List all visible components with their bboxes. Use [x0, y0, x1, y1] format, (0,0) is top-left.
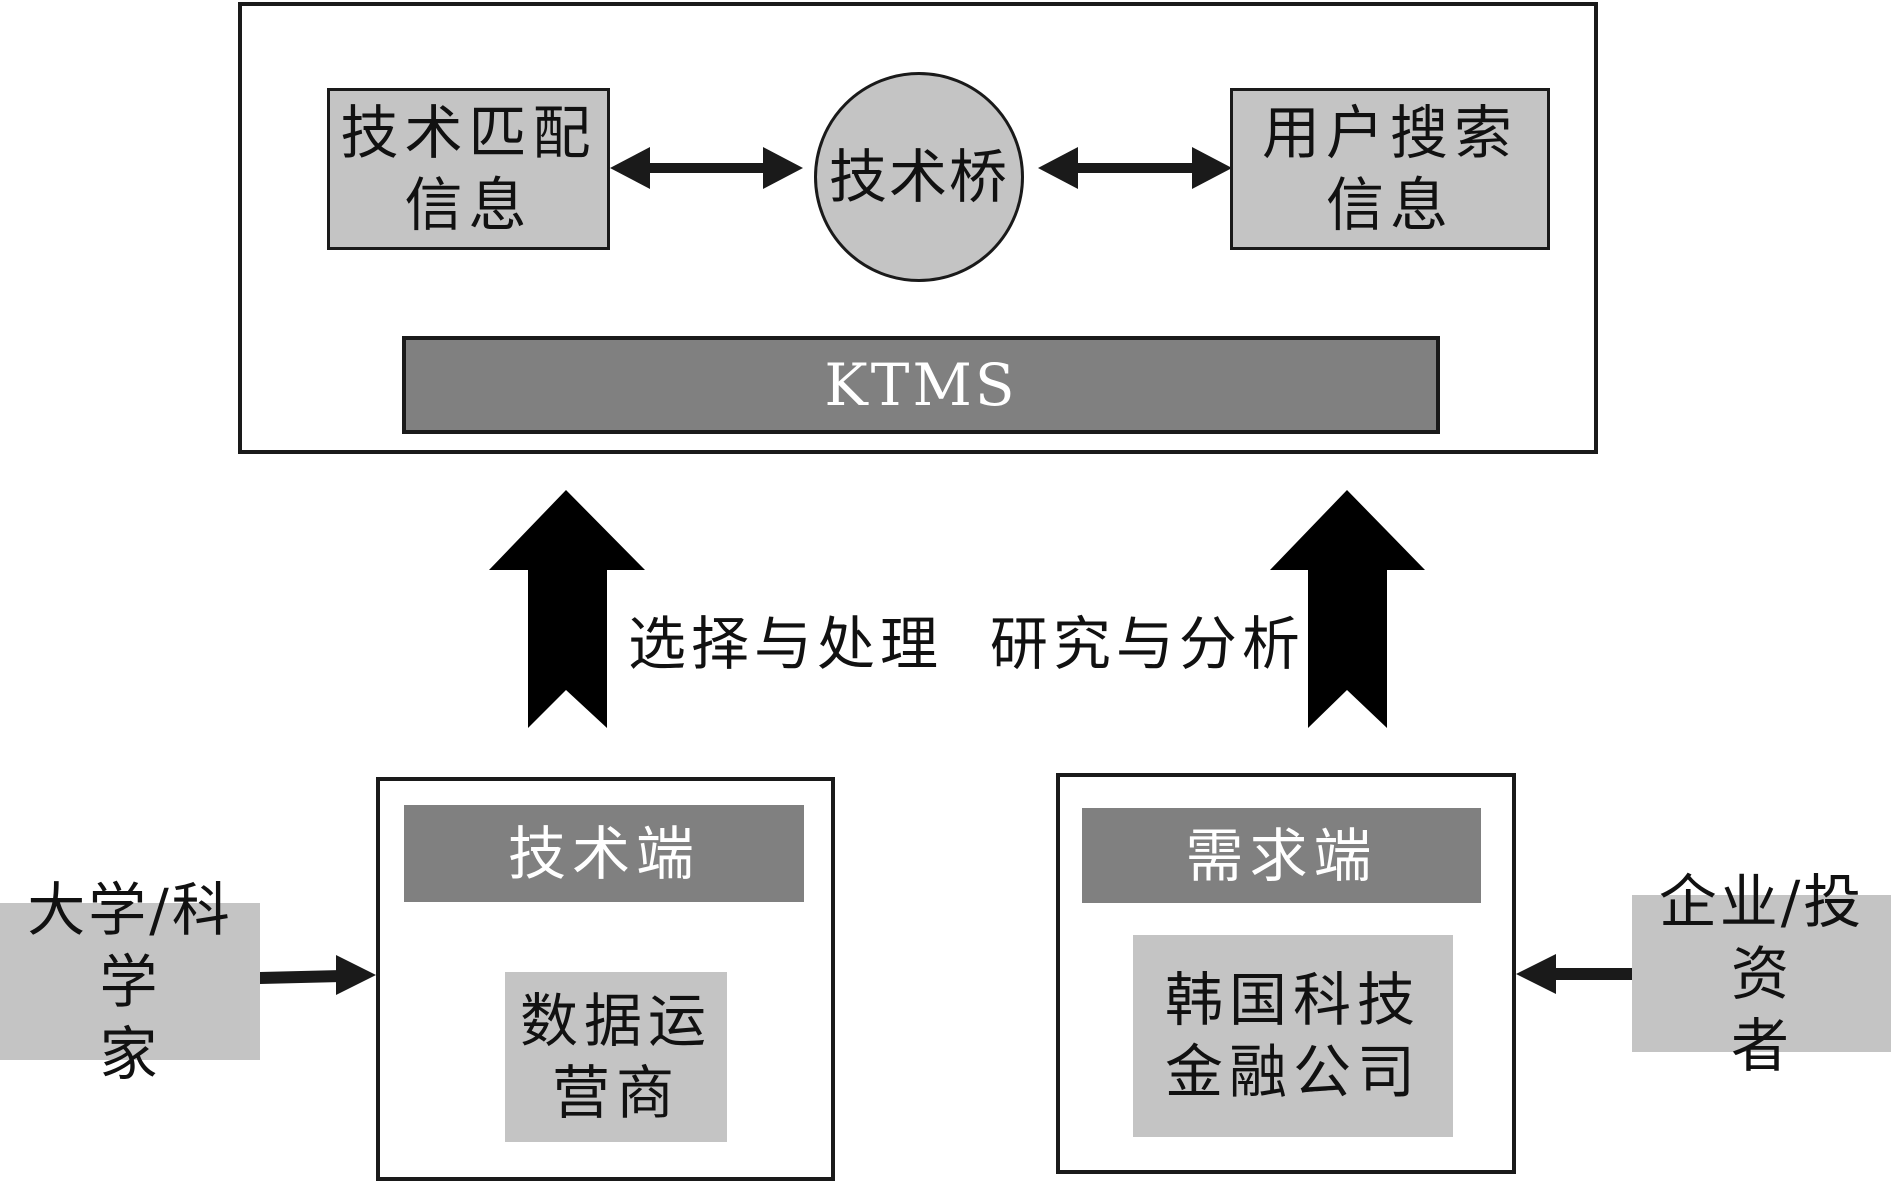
- data-operator-label: 数据运 营商: [519, 987, 712, 1127]
- up-arrow-left: [489, 490, 645, 728]
- demand-side-header: 需求端: [1082, 808, 1481, 903]
- ktms-bar: KTMS: [402, 336, 1440, 434]
- tech-bridge-circle: 技术桥: [814, 72, 1024, 282]
- korea-tech-finance-box: 韩国科技 金融公司: [1133, 935, 1453, 1137]
- university-scientist-label: 大学/科学 家: [27, 875, 233, 1088]
- korea-tech-finance-label: 韩国科技 金融公司: [1164, 966, 1421, 1106]
- enterprise-investor-box: 企业/投资 者: [1632, 868, 1891, 1080]
- tech-side-header: 技术端: [404, 805, 804, 902]
- ktms-label: KTMS: [824, 351, 1018, 419]
- up-arrow-right: [1270, 490, 1425, 728]
- arrow-university-to-tech: [260, 955, 376, 995]
- process-label: 选择与处理 研究与分析: [628, 610, 1305, 678]
- double-arrow-left: [610, 147, 803, 189]
- demand-side-header-label: 需求端: [1185, 821, 1378, 890]
- enterprise-investor-label: 企业/投资 者: [1658, 867, 1865, 1080]
- double-arrow-right: [1038, 147, 1232, 189]
- tech-match-info-box: 技术匹配 信息: [327, 88, 610, 250]
- user-search-info-box: 用户搜索 信息: [1230, 88, 1550, 250]
- tech-bridge-label: 技术桥: [828, 143, 1009, 211]
- data-operator-box: 数据运 营商: [505, 972, 727, 1142]
- tech-side-header-label: 技术端: [507, 819, 700, 888]
- arrow-enterprise-to-demand: [1516, 954, 1632, 994]
- university-scientist-box: 大学/科学 家: [0, 876, 260, 1088]
- tech-match-info-label: 技术匹配 信息: [340, 99, 597, 239]
- user-search-info-label: 用户搜索 信息: [1261, 99, 1518, 239]
